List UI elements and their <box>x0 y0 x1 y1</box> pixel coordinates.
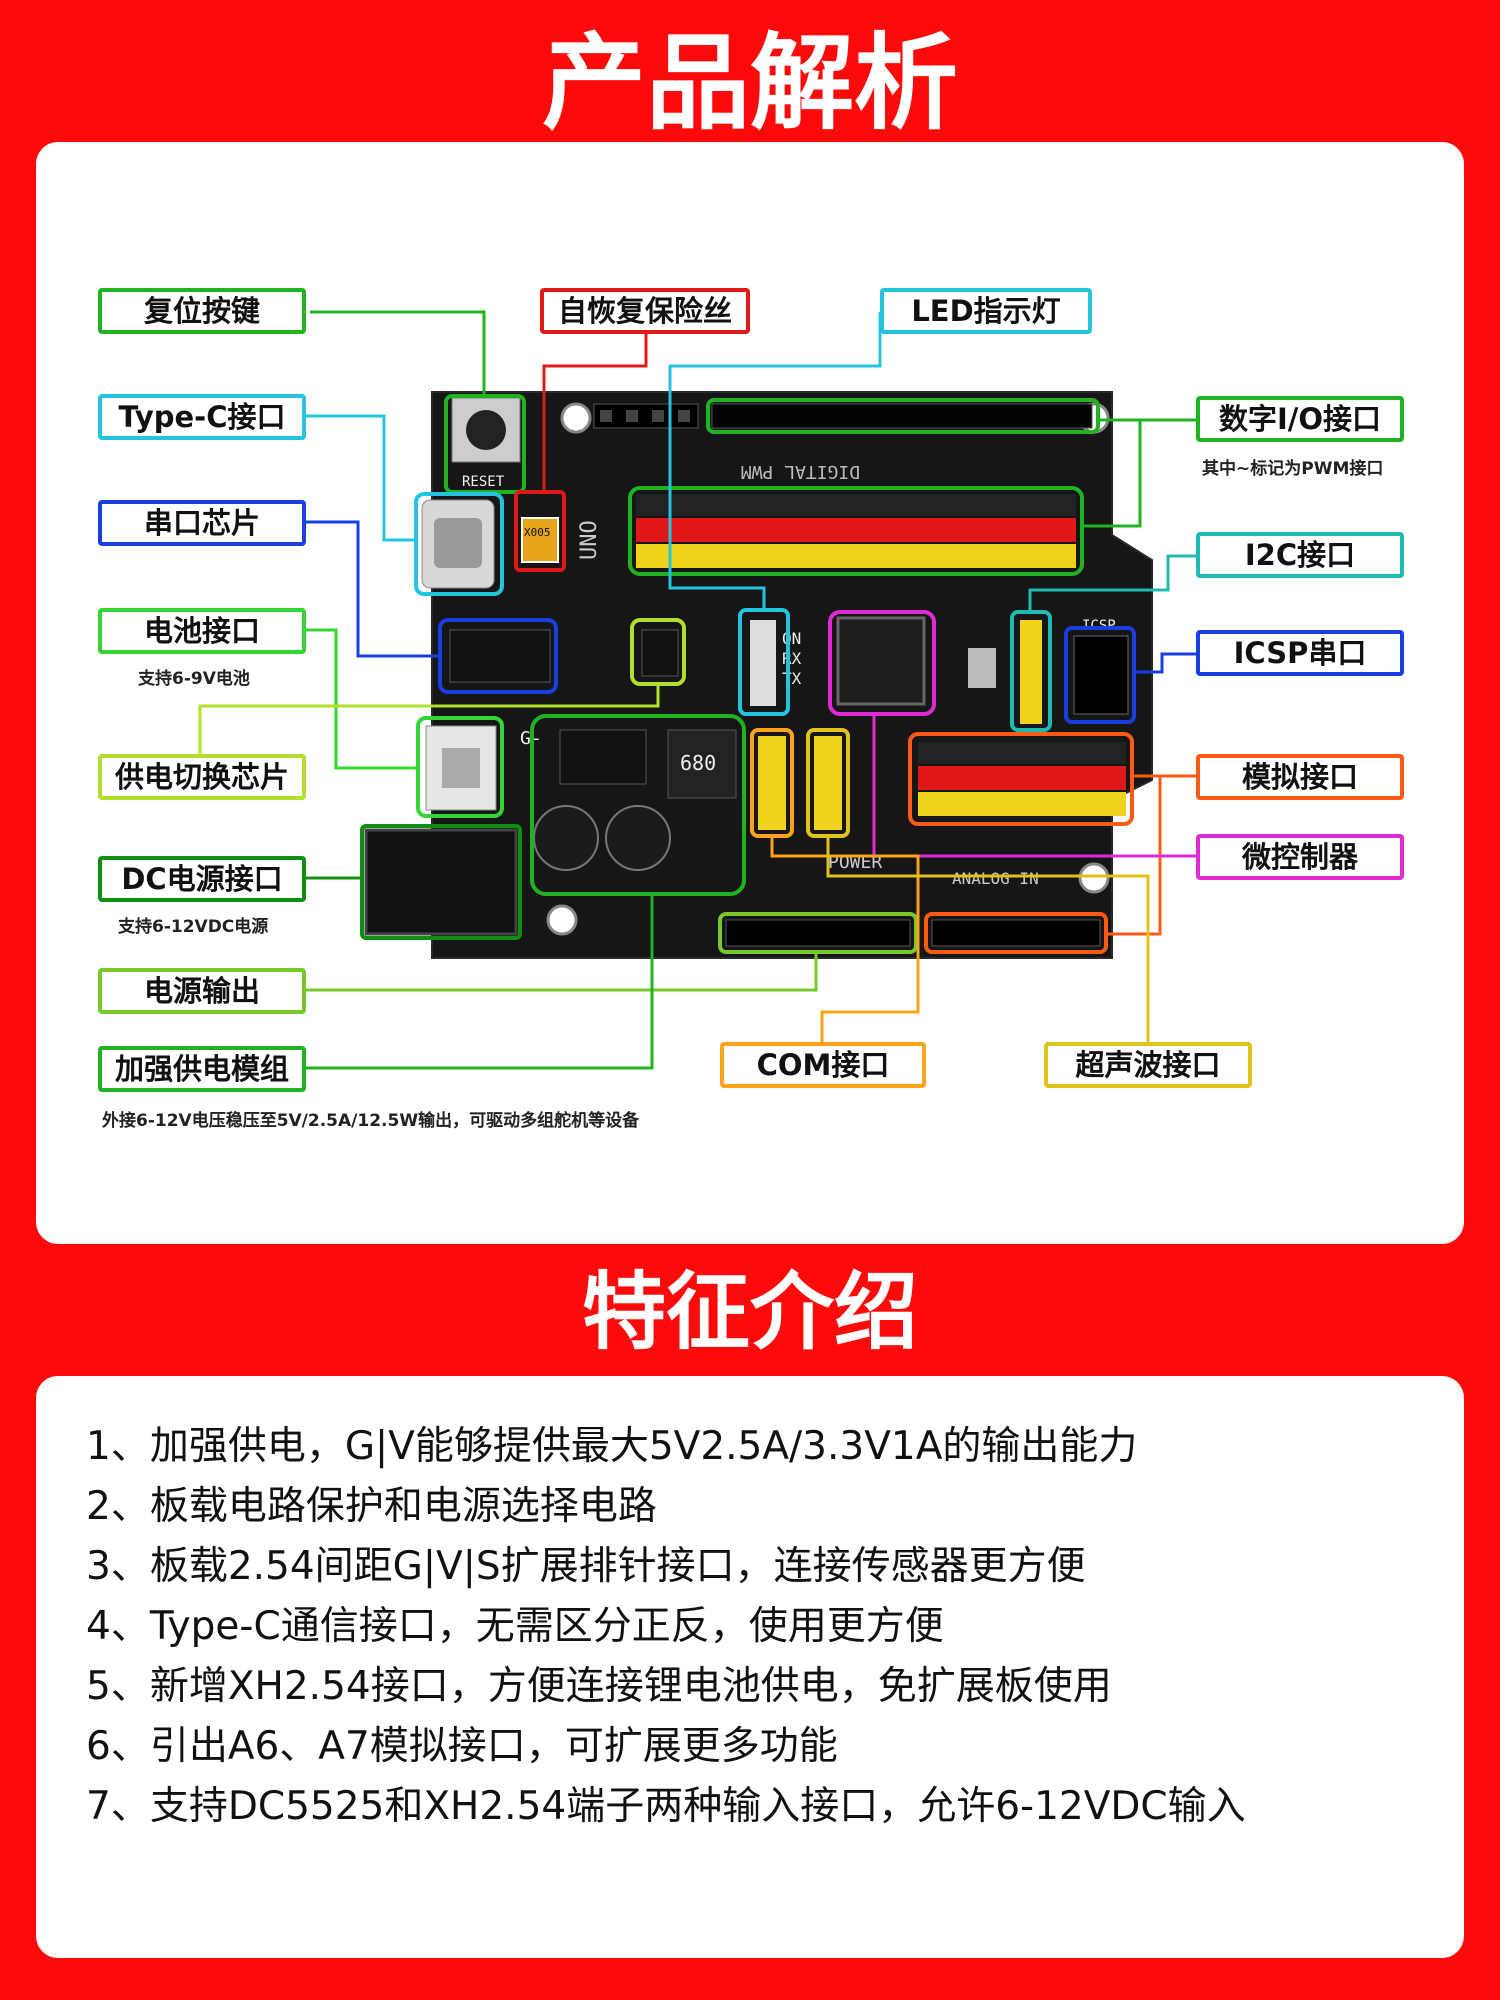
feature-item: 5、新增XH2.54接口，方便连接锂电池供电，免扩展板使用 <box>86 1664 1112 1709</box>
callout-dc-power-note: 支持6-12VDC电源 <box>118 917 269 937</box>
inductor-code: 680 <box>680 751 716 775</box>
capacitor <box>605 805 671 871</box>
callout-power-switch-chip: 供电切换芯片 <box>98 754 306 800</box>
led-silk-on: ON <box>782 629 801 648</box>
feature-item: 1、加强供电，G|V能够提供最大5V2.5A/3.3V1A的输出能力 <box>86 1424 1138 1469</box>
power-header <box>725 919 911 947</box>
callout-battery-note: 支持6-9V电池 <box>138 669 250 689</box>
typec-port <box>434 518 482 568</box>
callout-analog: 模拟接口 <box>1196 754 1404 800</box>
led-silk-rx: RX <box>782 649 802 668</box>
callout-typec: Type-C接口 <box>98 394 306 440</box>
callout-i2c: I2C接口 <box>1196 532 1404 578</box>
features-panel <box>36 1376 1464 1958</box>
crystal <box>968 648 996 688</box>
callout-enhanced-power: 加强供电模组 <box>98 1046 306 1092</box>
power-module-chip <box>559 729 647 785</box>
callout-com: COM接口 <box>720 1042 926 1088</box>
feature-item: 4、Type-C通信接口，无需区分正反，使用更方便 <box>86 1604 944 1649</box>
icsp-header <box>1073 635 1129 715</box>
analog-gvs-red <box>918 766 1126 790</box>
feature-item: 2、板载电路保护和电源选择电路 <box>86 1484 657 1529</box>
callout-serial-chip: 串口芯片 <box>98 500 306 546</box>
feature-item: 6、引出A6、A7模拟接口，可扩展更多功能 <box>86 1724 838 1769</box>
dc-jack <box>364 828 518 936</box>
callout-digital-io: 数字I/O接口 <box>1196 396 1404 442</box>
callout-mcu: 微控制器 <box>1196 834 1404 880</box>
analog-gvs-yellow <box>918 792 1126 816</box>
callout-resettable-fuse: 自恢复保险丝 <box>540 288 750 334</box>
analog-gvs-black <box>918 742 1126 764</box>
gvs-header-yellow <box>636 544 1076 568</box>
analog-silk: ANALOG IN <box>952 869 1039 888</box>
fuse-code: X005 <box>524 526 551 539</box>
mount-hole <box>560 402 592 434</box>
fuse-component <box>521 517 559 563</box>
ultrasonic-header <box>814 736 842 830</box>
mount-hole <box>546 904 578 936</box>
mount-hole <box>1078 862 1110 894</box>
callout-dc-power: DC电源接口 <box>98 856 306 902</box>
section-title-analysis: 产品解析 <box>541 22 958 144</box>
gvs-header-black <box>636 494 1076 516</box>
reset-silk: RESET <box>462 474 505 490</box>
digital-header-right <box>711 403 1093 429</box>
analog-header <box>931 919 1101 947</box>
callout-ultrasonic: 超声波接口 <box>1044 1042 1252 1088</box>
callout-led: LED指示灯 <box>880 288 1092 334</box>
inductor <box>667 729 737 799</box>
uno-silk: UNO <box>577 520 602 560</box>
callout-icsp: ICSP串口 <box>1196 630 1404 676</box>
battery-contact <box>442 748 480 788</box>
callout-enhanced-power-note: 外接6-12V电压稳压至5V/2.5A/12.5W输出，可驱动多组舵机等设备 <box>102 1111 640 1131</box>
mcu-chip <box>836 616 926 706</box>
small-ic <box>641 629 679 677</box>
serial-chip <box>449 629 551 683</box>
section-title-features: 特征介绍 <box>581 1263 918 1361</box>
reset-button-cap <box>466 410 506 450</box>
feature-item: 3、板载2.54间距G|V|S扩展排针接口，连接传感器更方便 <box>86 1544 1086 1589</box>
callout-digital-io-note: 其中~标记为PWM接口 <box>1202 459 1384 479</box>
capacitor <box>533 805 599 871</box>
led-silk-tx: TX <box>782 669 802 688</box>
gvs-header-red <box>636 518 1076 542</box>
callout-reset-button: 复位按键 <box>98 288 306 334</box>
pwm-silk: DIGITAL PWM <box>741 461 860 482</box>
status-leds <box>750 620 776 706</box>
feature-item: 7、支持DC5525和XH2.54端子两种输入接口，允许6-12VDC输入 <box>86 1784 1246 1829</box>
callout-battery: 电池接口 <box>98 608 306 654</box>
callout-power-out: 电源输出 <box>98 968 306 1014</box>
com-header <box>758 736 786 830</box>
digital-header-pins <box>600 410 690 422</box>
i2c-header <box>1020 620 1042 724</box>
